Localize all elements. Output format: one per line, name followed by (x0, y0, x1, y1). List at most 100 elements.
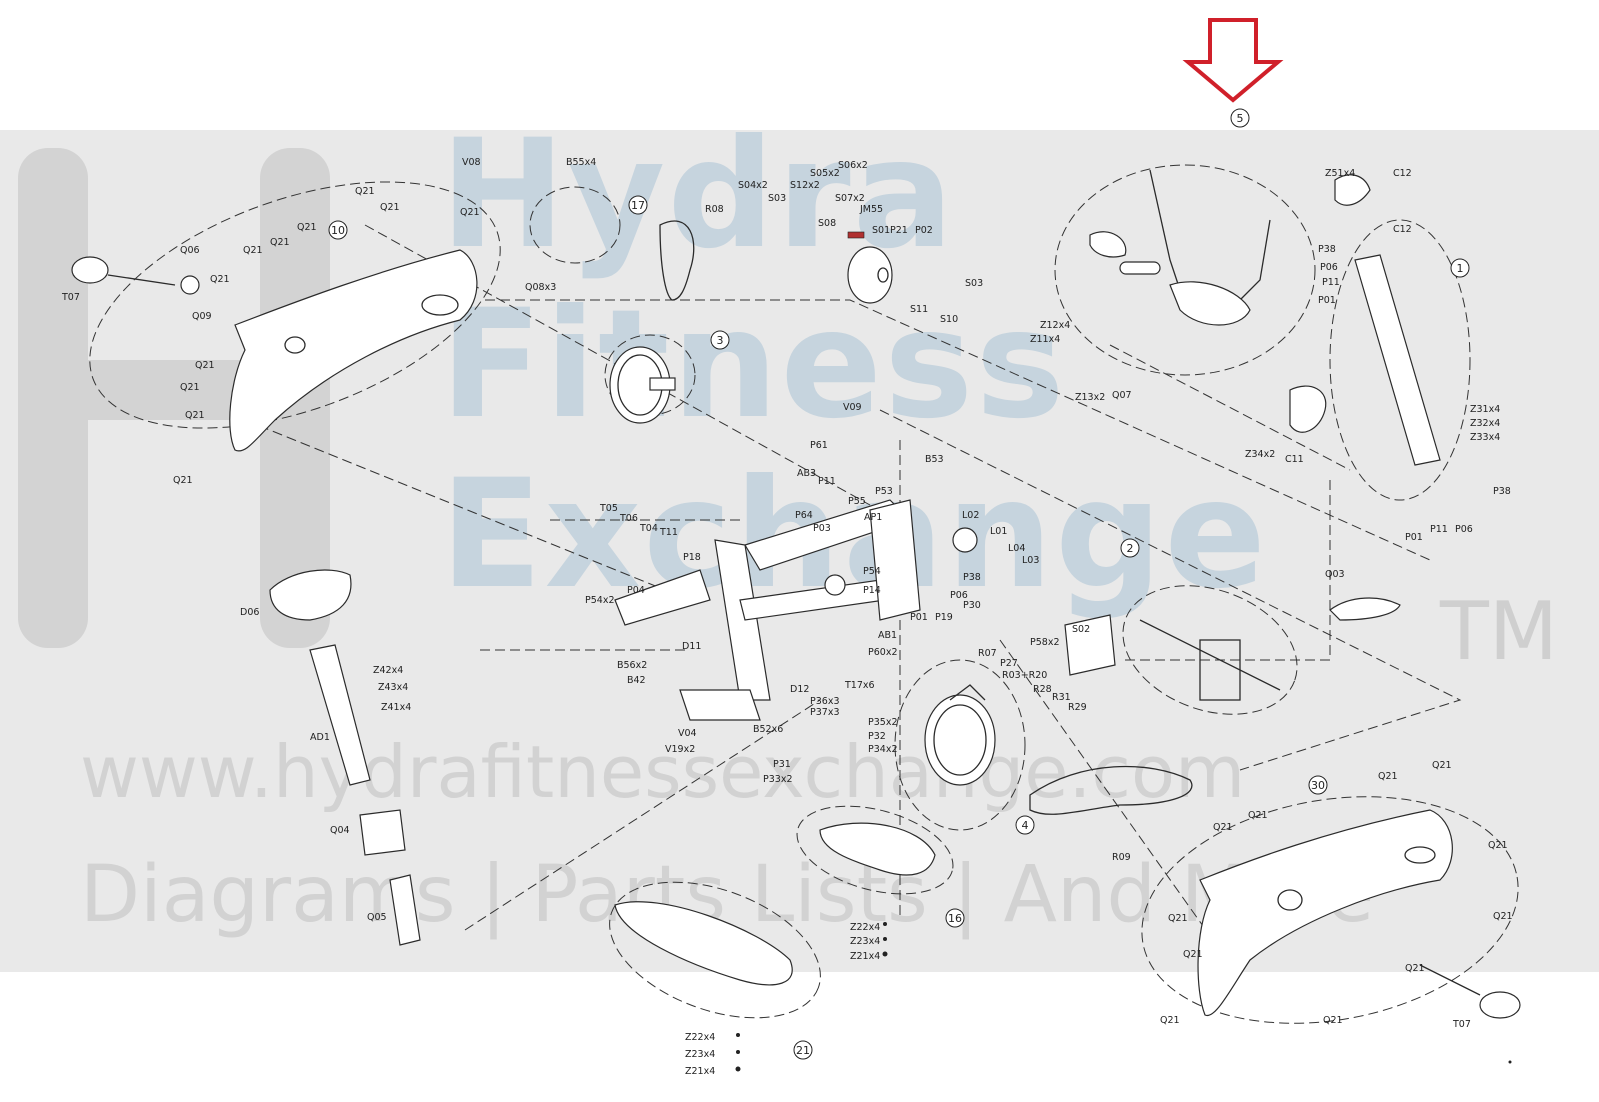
svg-text:5: 5 (1237, 112, 1244, 125)
callout-2: 2 (1120, 538, 1140, 558)
stabilizer-16 (819, 822, 936, 876)
svg-text:P03: P03 (813, 523, 831, 534)
svg-text:Q21: Q21 (460, 207, 480, 218)
svg-text:P02: P02 (915, 225, 933, 236)
svg-text:Z43x4: Z43x4 (378, 682, 408, 693)
svg-text:Q04: Q04 (330, 825, 350, 836)
svg-text:Q21: Q21 (210, 274, 230, 285)
svg-text:P35x2: P35x2 (868, 717, 897, 728)
svg-text:Q21: Q21 (1248, 810, 1268, 821)
svg-text:P32: P32 (868, 731, 886, 742)
svg-text:P11: P11 (1430, 524, 1448, 535)
callout-3: 3 (710, 330, 730, 350)
svg-text:T11: T11 (659, 527, 678, 538)
callout-16: 16 (945, 908, 965, 928)
svg-text:AB3: AB3 (797, 468, 816, 479)
callout-17: 21 (793, 1040, 813, 1060)
svg-text:T06: T06 (619, 513, 638, 524)
callout-30: 30 (1308, 775, 1328, 795)
svg-text:V09: V09 (843, 402, 862, 413)
svg-text:V08: V08 (462, 157, 481, 168)
right-shroud-part (1197, 809, 1453, 1017)
seat-part (269, 569, 421, 946)
svg-text:S10: S10 (940, 314, 958, 325)
svg-text:Z32x4: Z32x4 (1470, 418, 1500, 429)
svg-text:P38: P38 (1493, 486, 1511, 497)
svg-text:21: 21 (796, 1044, 810, 1057)
svg-text:R29: R29 (1068, 702, 1087, 713)
svg-text:S07x2: S07x2 (835, 193, 865, 204)
svg-text:Q21: Q21 (297, 222, 317, 233)
svg-text:P01: P01 (910, 612, 928, 623)
svg-text:P11: P11 (818, 476, 836, 487)
main-frame-part (614, 499, 978, 721)
belt-r09 (1029, 765, 1193, 815)
svg-text:AP1: AP1 (864, 512, 882, 523)
right-pedal-part (1419, 964, 1521, 1019)
part-labels: T07 Q06 Q21 Q21 Q21 Q21 Q21 Q21 Q09 Q21 … (61, 157, 1513, 1077)
svg-text:4: 4 (1022, 819, 1029, 832)
svg-text:L01: L01 (990, 526, 1007, 537)
svg-text:P21: P21 (890, 225, 908, 236)
svg-text:Q21: Q21 (1160, 1015, 1180, 1026)
svg-text:C11: C11 (1285, 454, 1304, 465)
svg-text:Q21: Q21 (1378, 771, 1398, 782)
svg-text:Z22x4: Z22x4 (850, 922, 880, 933)
svg-text:Q21: Q21 (1405, 963, 1425, 974)
svg-text:P58x2: P58x2 (1030, 637, 1059, 648)
svg-text:P54: P54 (863, 566, 881, 577)
callout-4: 4 (1015, 815, 1035, 835)
svg-text:D06: D06 (240, 607, 259, 618)
svg-text:10: 10 (331, 224, 345, 237)
svg-text:Q09: Q09 (192, 311, 212, 322)
svg-text:R09: R09 (1112, 852, 1131, 863)
svg-text:V19x2: V19x2 (665, 744, 695, 755)
svg-text:R03+R20: R03+R20 (1002, 670, 1047, 681)
svg-text:Z41x4: Z41x4 (381, 702, 411, 713)
svg-text:B42: B42 (627, 675, 646, 686)
svg-text:Q05: Q05 (367, 912, 387, 923)
svg-text:T05: T05 (599, 503, 618, 514)
svg-text:P38: P38 (963, 572, 981, 583)
svg-text:Q21: Q21 (243, 245, 263, 256)
svg-text:Q21: Q21 (380, 202, 400, 213)
svg-text:P55: P55 (848, 496, 866, 507)
svg-text:30: 30 (1311, 779, 1325, 792)
svg-text:P19: P19 (935, 612, 953, 623)
upright-mast-part (1289, 174, 1441, 466)
svg-text:B53: B53 (925, 454, 944, 465)
svg-text:16: 16 (948, 912, 962, 925)
svg-text:S08: S08 (818, 218, 836, 229)
svg-text:2: 2 (1127, 542, 1134, 555)
svg-text:Z12x4: Z12x4 (1040, 320, 1070, 331)
svg-text:R07: R07 (978, 648, 997, 659)
svg-text:P53: P53 (875, 486, 893, 497)
svg-text:P60x2: P60x2 (868, 647, 897, 658)
svg-text:P04: P04 (627, 585, 645, 596)
svg-text:S12x2: S12x2 (790, 180, 820, 191)
svg-text:T07: T07 (61, 292, 80, 303)
svg-text:P06: P06 (1320, 262, 1338, 273)
svg-text:Q21: Q21 (1493, 911, 1513, 922)
svg-text:T04: T04 (639, 523, 658, 534)
svg-text:P37x3: P37x3 (810, 707, 839, 718)
left-pedal-part (71, 256, 200, 295)
callout-5: 5 (1230, 108, 1250, 128)
svg-text:Z34x2: Z34x2 (1245, 449, 1275, 460)
svg-text:S04x2: S04x2 (738, 180, 768, 191)
svg-text:S03: S03 (965, 278, 983, 289)
svg-text:Z33x4: Z33x4 (1470, 432, 1500, 443)
svg-text:R28: R28 (1033, 684, 1052, 695)
svg-text:B55x4: B55x4 (566, 157, 596, 168)
svg-text:Z21x4: Z21x4 (685, 1066, 715, 1077)
svg-text:C12: C12 (1393, 168, 1412, 179)
svg-text:V04: V04 (678, 728, 697, 739)
svg-text:S05x2: S05x2 (810, 168, 840, 179)
svg-text:L04: L04 (1008, 543, 1025, 554)
assembly-groups (89, 164, 1519, 1024)
fasteners (735, 922, 1512, 1072)
svg-text:Z23x4: Z23x4 (850, 936, 880, 947)
bracket-s02 (1064, 614, 1116, 676)
svg-text:D12: D12 (790, 684, 809, 695)
